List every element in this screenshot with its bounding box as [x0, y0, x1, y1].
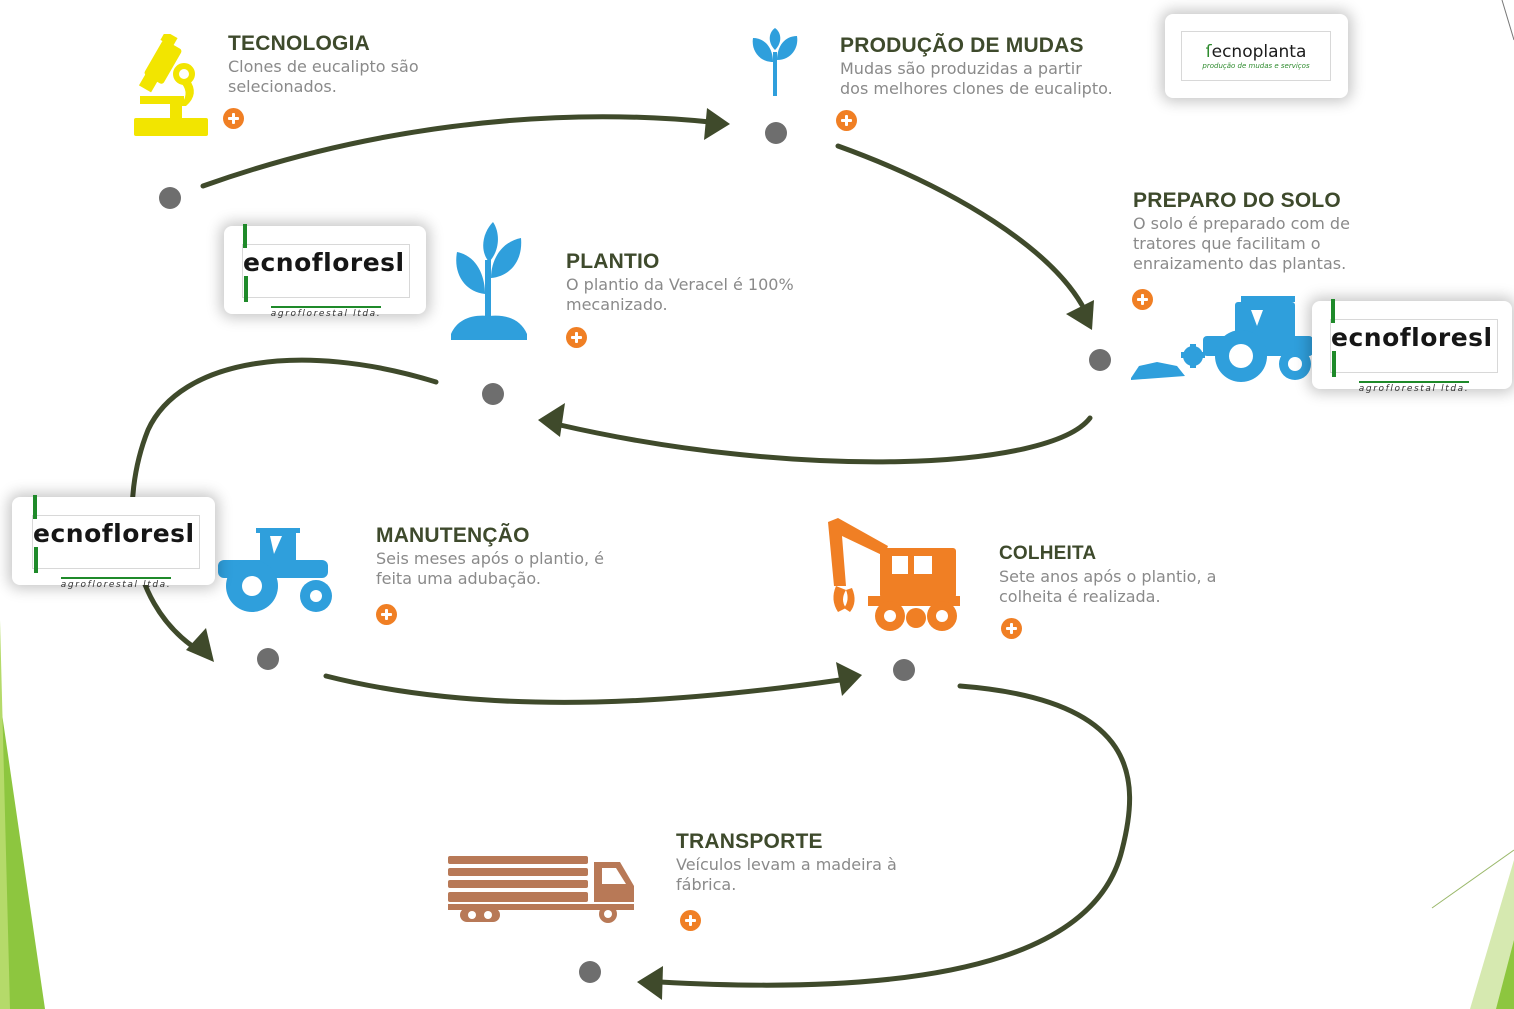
step-dot-colheita	[893, 659, 915, 681]
tecnoflorest-logo-card: ecnofloresl agroflorestal ltda.	[12, 494, 215, 590]
step-transporte: TRANSPORTE Veículos levam a madeira à fá…	[676, 830, 976, 895]
step-dot-plantio	[482, 383, 504, 405]
left-green-shape-light	[0, 620, 10, 1009]
step-title: TECNOLOGIA	[228, 32, 370, 55]
arrow-colheita-transporte	[657, 683, 1133, 988]
brand-name: ecnofloresl	[243, 223, 409, 306]
brand-name-text: ecnofloresl	[243, 247, 405, 277]
brand-name: ecnofloresl	[33, 494, 199, 577]
tecnoflorest-logo-card: ecnofloresl agroflorestal ltda.	[224, 223, 426, 319]
arrow-plantio-manutencao	[129, 357, 439, 651]
tecnoplanta-logo-card: ſecnoplanta produção de mudas e serviços	[1165, 14, 1348, 98]
brand-name: ſecnoplanta	[1205, 41, 1307, 62]
step-title: MANUTENÇÃO	[376, 524, 530, 547]
brand-name-text: ecnoplanta	[1211, 41, 1307, 62]
right-green-shape	[1470, 860, 1514, 1009]
step-colheita: COLHEITA Sete anos após o plantio, a col…	[999, 542, 1299, 607]
arrow-producao-preparo	[835, 143, 1085, 308]
more-info-button-producao[interactable]	[836, 110, 857, 131]
right-green-shape-dark	[1496, 940, 1514, 1009]
tractor-icon	[1131, 296, 1313, 382]
tecnoflorest-logo: ecnofloresl agroflorestal ltda.	[32, 494, 200, 590]
right-corner-line	[1431, 849, 1514, 909]
step-dot-transporte	[579, 961, 601, 983]
brand-tagline: produção de mudas e serviços	[1202, 61, 1310, 70]
step-description: O solo é preparado com de tratores que f…	[1133, 214, 1350, 273]
step-manutencao: MANUTENÇÃO Seis meses após o plantio, é …	[376, 524, 676, 589]
step-title: PRODUÇÃO DE MUDAS	[840, 34, 1084, 57]
microscope-icon	[134, 34, 208, 136]
brand-name: ecnofloresl	[1331, 298, 1497, 381]
arrow-preparo-plantio	[557, 415, 1093, 465]
more-info-button-manutencao[interactable]	[376, 604, 397, 625]
brand-tagline: agroflorestal ltda.	[60, 576, 172, 590]
arrow-manutencao-colheita	[323, 673, 843, 705]
brand-name-text: ecnofloresl	[33, 518, 195, 548]
brand-tagline: agroflorestal ltda.	[270, 305, 382, 319]
seedling-icon	[752, 28, 798, 96]
more-info-button-tecnologia[interactable]	[223, 108, 244, 129]
step-dot-preparo	[1089, 349, 1111, 371]
tecnoflorest-logo: ecnofloresl agroflorestal ltda.	[1330, 298, 1498, 394]
more-info-button-transporte[interactable]	[680, 910, 701, 931]
step-title: PLANTIO	[566, 250, 660, 273]
plant-icon	[451, 222, 527, 340]
step-producao: PRODUÇÃO DE MUDAS Mudas são produzidas a…	[840, 34, 1180, 99]
step-description: Clones de eucalipto são selecionados.	[228, 57, 419, 96]
step-description: Veículos levam a madeira à fábrica.	[676, 855, 897, 894]
step-description: Seis meses após o plantio, é feita uma a…	[376, 549, 605, 588]
tecnoflorest-logo: ecnofloresl agroflorestal ltda.	[242, 223, 410, 319]
arrowhead	[538, 403, 565, 437]
excavator-icon	[828, 518, 960, 631]
step-description: Mudas são produzidas a partir dos melhor…	[840, 59, 1113, 98]
top-right-line	[1501, 0, 1514, 41]
step-preparo: PREPARO DO SOLO O solo é preparado com d…	[1133, 189, 1433, 274]
brand-tagline: agroflorestal ltda.	[1358, 380, 1470, 394]
brand-name-text: ecnofloresl	[1331, 322, 1493, 352]
step-dot-producao	[765, 122, 787, 144]
truck-icon	[448, 856, 634, 923]
more-info-button-plantio[interactable]	[566, 327, 587, 348]
tecnoflorest-logo-card: ecnofloresl agroflorestal ltda.	[1312, 298, 1512, 394]
step-dot-manutencao	[257, 648, 279, 670]
left-green-shape	[0, 700, 45, 1009]
more-info-button-colheita[interactable]	[1001, 618, 1022, 639]
step-tecnologia: TECNOLOGIA Clones de eucalipto são selec…	[228, 32, 528, 97]
step-description: O plantio da Veracel é 100% mecanizado.	[566, 275, 794, 314]
arrowhead	[704, 108, 730, 140]
arrowhead	[1066, 300, 1094, 330]
step-title: TRANSPORTE	[676, 830, 823, 853]
tecnoplanta-logo: ſecnoplanta produção de mudas e serviços	[1181, 31, 1331, 81]
arrowhead	[836, 662, 862, 696]
more-info-button-preparo[interactable]	[1132, 289, 1153, 310]
arrowhead	[186, 628, 214, 662]
step-title: COLHEITA	[999, 543, 1097, 564]
arrow-tecnologia-producao	[200, 114, 713, 189]
arrowhead	[637, 966, 663, 1000]
step-title: PREPARO DO SOLO	[1133, 189, 1341, 212]
step-dot-tecnologia	[159, 187, 181, 209]
step-plantio: PLANTIO O plantio da Veracel é 100% meca…	[566, 250, 866, 315]
tractor-icon	[218, 528, 332, 612]
step-description: Sete anos após o plantio, a colheita é r…	[999, 567, 1217, 606]
